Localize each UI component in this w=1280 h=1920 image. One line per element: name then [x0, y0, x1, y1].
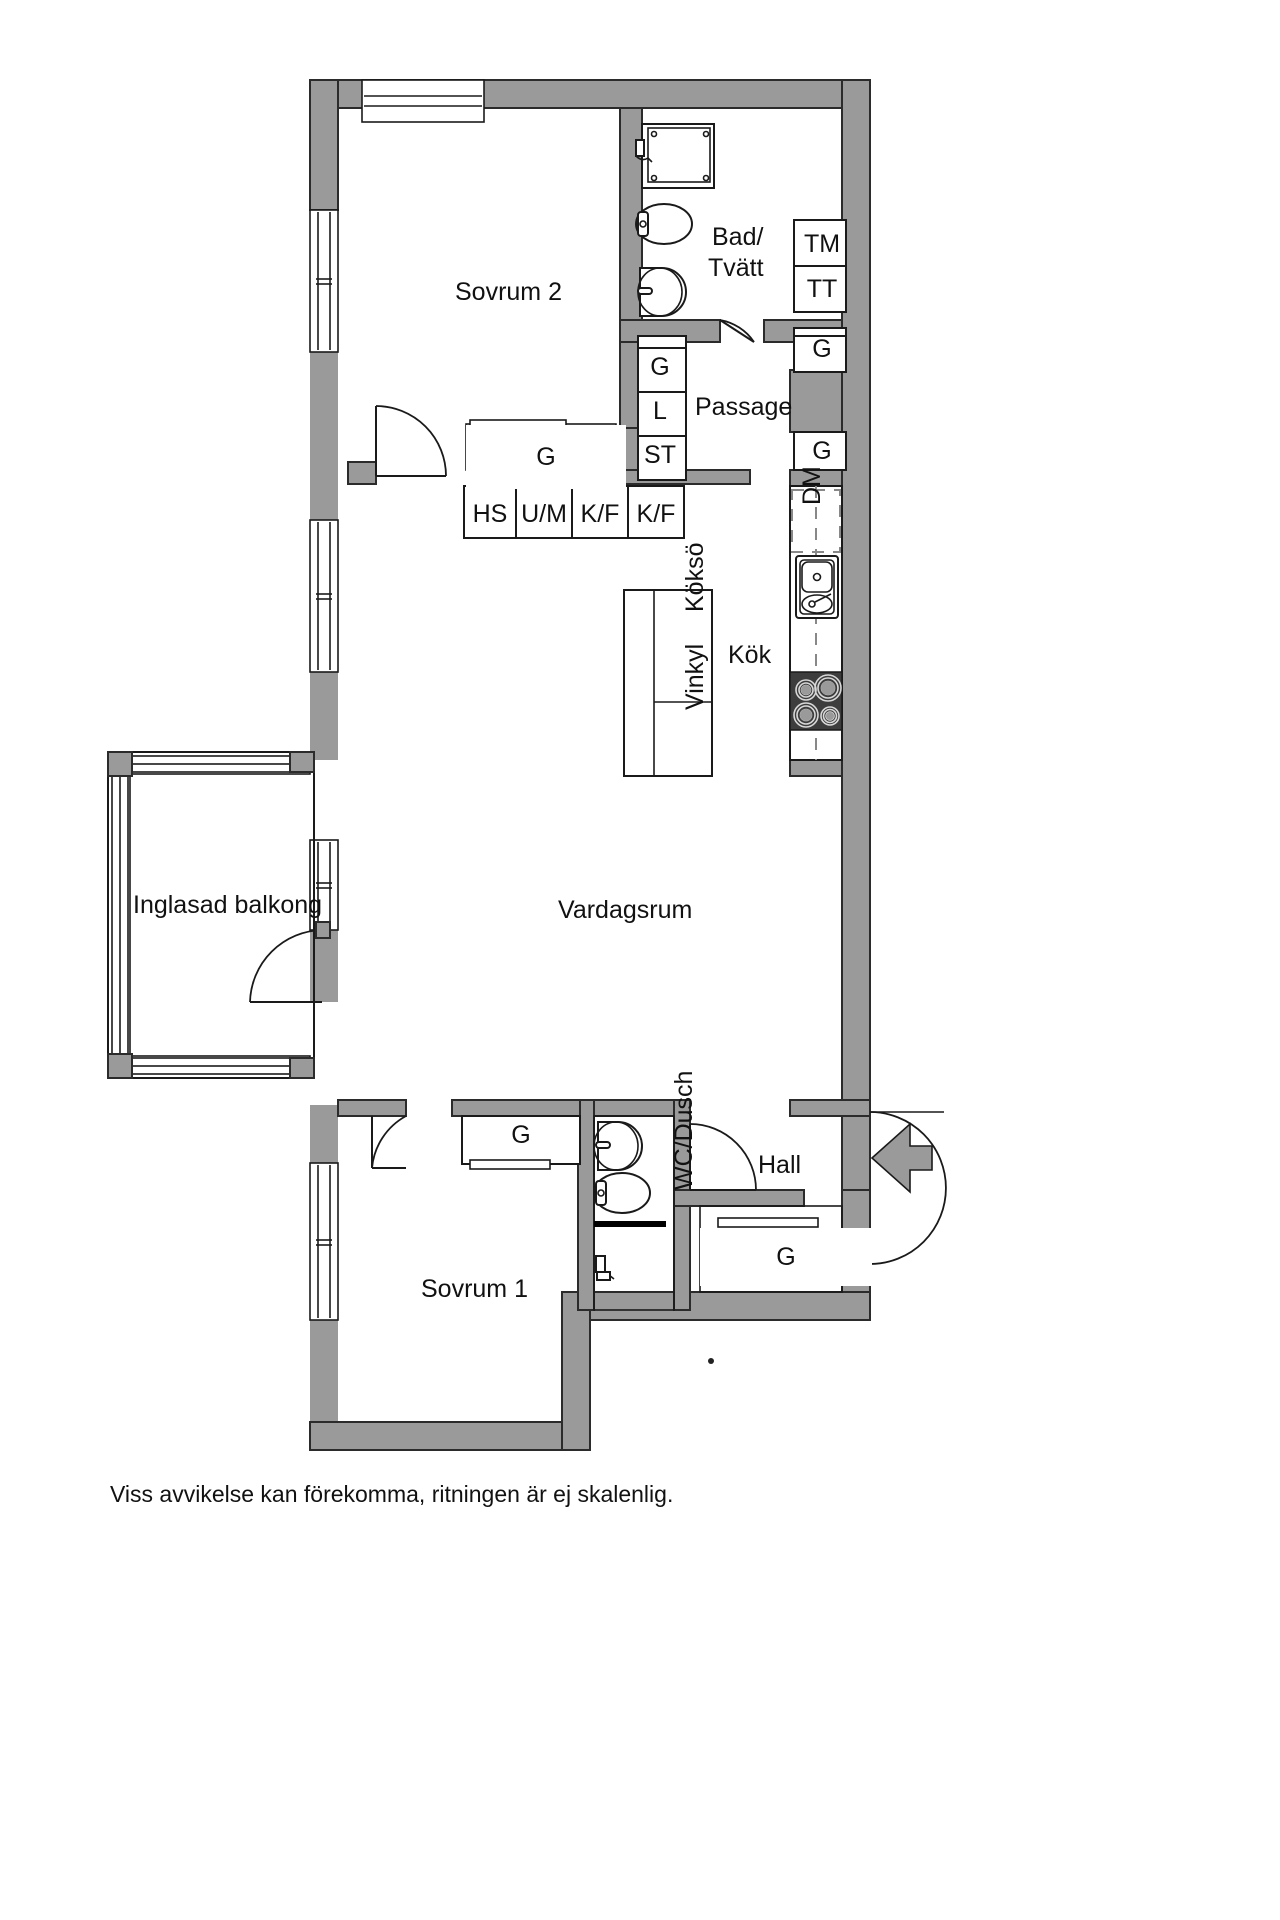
- room-label-sovrum2: Sovrum 2: [455, 278, 562, 306]
- storage-label-l-passage: L: [653, 396, 667, 425]
- room-label-vardagsrum: Vardagsrum: [558, 896, 693, 924]
- swing-door-wc: [689, 1123, 757, 1191]
- room-label-hall: Hall: [758, 1151, 802, 1179]
- cooktop-icon: [789, 671, 843, 731]
- storage-label-hs-appliance: HS: [472, 500, 508, 528]
- storage-label-kf-appliance-2: K/F: [636, 500, 676, 528]
- storage-label-kf-appliance-1: K/F: [580, 500, 620, 528]
- plan-disclaimer-caption: Viss avvikelse kan förekomma, ritningen …: [110, 1481, 674, 1507]
- swing-door-balkong: [249, 921, 331, 1003]
- wardrobe-label-g-hall-wardrobe: G: [700, 1228, 872, 1286]
- room-label-bad: Bad/: [712, 223, 764, 251]
- wardrobe-label-g-sovrum2-wardrobe: G: [466, 425, 626, 489]
- swing-door-sovrum1: [371, 1115, 407, 1169]
- kitchen-counter: [789, 485, 843, 761]
- room-label-kokso: Köksö: [681, 542, 709, 612]
- wc-dusch-fixtures: [593, 1115, 675, 1311]
- storage-label-g-right-upper: G: [812, 334, 832, 363]
- storage-label-tt-dryer: TT: [806, 275, 838, 303]
- storage-label-g-right-lower: G: [812, 436, 832, 465]
- room-label-vinkyl: Vinkyl: [681, 643, 709, 710]
- dishwasher-zone: [791, 489, 841, 553]
- storage-label-um-appliance: U/M: [521, 500, 567, 528]
- room-label-dm: DM: [798, 466, 826, 505]
- balcony-structure: [107, 751, 315, 1079]
- window-left-upper: [309, 209, 339, 353]
- reference-dot: [708, 1358, 714, 1364]
- room-label-kok: Kök: [728, 641, 772, 669]
- storage-label-st-passage: ST: [644, 440, 676, 469]
- storage-label-g-sovrum1: G: [511, 1120, 531, 1149]
- shower-cabin-icon: [635, 123, 715, 189]
- window-left-sovrum1: [309, 1162, 339, 1321]
- swing-door-sovrum2: [375, 405, 447, 477]
- room-label-sovrum1: Sovrum 1: [421, 1275, 528, 1303]
- storage-label-tm-laundry: TM: [803, 230, 841, 258]
- storage-label-g-passage-top: G: [650, 352, 670, 381]
- swing-door-bad: [719, 319, 755, 343]
- room-label-wc-dusch: WC/Dusch: [670, 1070, 698, 1190]
- washbasin-icon: [637, 267, 687, 317]
- interior-walls: [337, 107, 871, 1311]
- kitchen-island: [623, 589, 713, 777]
- toilet-icon: [635, 203, 693, 245]
- kitchen-sink-icon: [795, 555, 839, 619]
- room-label-tvatt: Tvätt: [708, 254, 764, 282]
- window-left-middle: [309, 519, 339, 673]
- room-label-passage: Passage: [695, 393, 793, 421]
- window-top: [361, 79, 485, 123]
- room-label-balkong: Inglasad balkong: [133, 891, 323, 919]
- wardrobe-sovrum1: [461, 1115, 581, 1170]
- entrance-door: [869, 1111, 947, 1265]
